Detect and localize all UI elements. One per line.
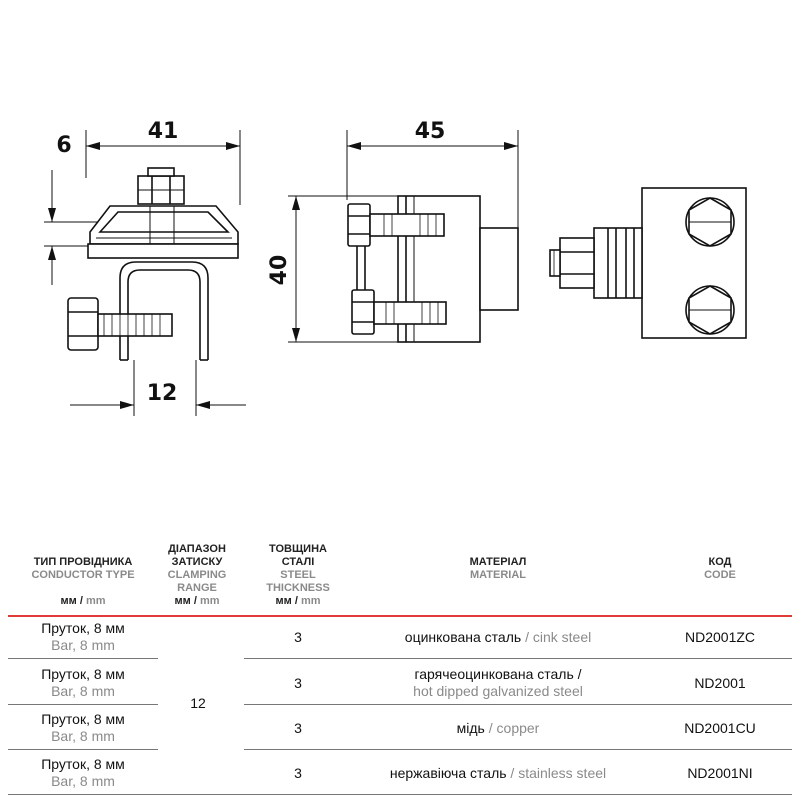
dim-41-label: 41	[148, 119, 179, 144]
dim-45-label: 45	[415, 119, 446, 144]
table-bottom-border	[8, 794, 792, 795]
dim-12-label: 12	[147, 381, 178, 406]
code-cell: ND2001	[694, 675, 746, 691]
top-view	[549, 187, 747, 339]
front-view: 41 6	[44, 119, 246, 416]
technical-drawing: 41 6	[44, 119, 747, 416]
row-divider	[244, 704, 792, 705]
row-divider	[8, 704, 158, 705]
dim-40-label: 40	[267, 255, 292, 286]
conductor-cell: Пруток, 8 мм Bar, 8 mm	[41, 756, 125, 789]
row-divider	[8, 658, 158, 659]
material-cell: мідь / copper	[456, 720, 540, 736]
code-cell: ND2001ZC	[684, 629, 756, 645]
thickness-cell: 3	[294, 720, 302, 736]
clamping-range-value: 12	[190, 695, 206, 711]
material-cell: оцинкована сталь / cink steel	[404, 629, 592, 645]
thickness-cell: 3	[294, 765, 302, 781]
header-code: КОД CODE	[704, 556, 736, 581]
material-cell: нержавіюча сталь / stainless steel	[389, 765, 607, 781]
header-conductor-type: ТИП ПРОВІДНИКА CONDUCTOR TYPE мм / mm	[31, 556, 135, 607]
conductor-cell: Пруток, 8 мм Bar, 8 mm	[41, 666, 125, 699]
conductor-cell: Пруток, 8 мм Bar, 8 mm	[41, 620, 125, 653]
row-divider	[244, 749, 792, 750]
row-divider	[8, 749, 158, 750]
code-cell: ND2001NI	[687, 765, 753, 781]
side-view: 45 40	[267, 119, 519, 343]
dim-6-label: 6	[56, 133, 71, 158]
row-divider	[244, 658, 792, 659]
header-divider	[8, 615, 792, 617]
thickness-cell: 3	[294, 675, 302, 691]
header-steel-thickness: ТОВЩИНА СТАЛІ STEEL THICKNESS мм / mm	[266, 543, 330, 607]
header-material: МАТЕРІАЛ MATERIAL	[469, 556, 527, 581]
conductor-cell: Пруток, 8 мм Bar, 8 mm	[41, 711, 125, 744]
header-clamping-range: ДІАПАЗОН ЗАТИСКУ CLAMPING RANGE мм / mm	[167, 543, 227, 607]
code-cell: ND2001CU	[684, 720, 756, 736]
material-cell: гарячеоцинкована сталь / hot dipped galv…	[413, 666, 583, 699]
thickness-cell: 3	[294, 629, 302, 645]
